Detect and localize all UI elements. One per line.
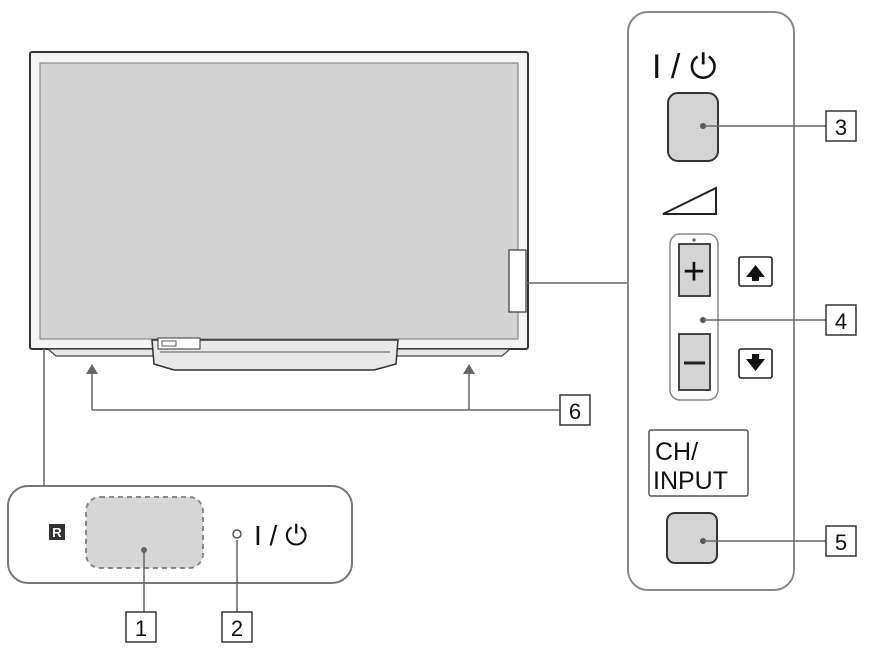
front-panel-inset: R I / ⏻ <box>7 485 353 612</box>
side-control-panel: I / ⏻ + CH/ INPUT <box>627 11 826 591</box>
callout-1: 1 <box>125 611 157 643</box>
power-button[interactable] <box>667 92 719 162</box>
callout-6-label: 6 <box>569 399 581 424</box>
arrow-up-icon <box>463 364 475 374</box>
callout-5: 5 <box>825 525 857 557</box>
arrow-heads <box>86 364 475 374</box>
ch-input-label-box <box>648 429 749 497</box>
front-panel-indicator <box>157 337 201 350</box>
leader-lines <box>43 282 628 486</box>
ch-input-button[interactable] <box>666 512 718 564</box>
callout-5-label: 5 <box>835 530 847 555</box>
callout-3: 3 <box>825 110 857 142</box>
callout-4-label: 4 <box>835 309 847 334</box>
ir-glyph: R <box>52 525 62 540</box>
callout-1-label: 1 <box>135 616 147 641</box>
front-power-symbol: I / ⏻ <box>254 520 307 551</box>
volume-plus-button[interactable] <box>678 243 711 297</box>
callout-labels: 1 2 3 4 5 6 <box>125 110 857 643</box>
callout-6: 6 <box>559 394 591 426</box>
callout-2: 2 <box>221 611 253 643</box>
tv-set <box>29 51 529 371</box>
tv-screen <box>39 62 519 340</box>
arrow-up-icon <box>86 364 98 374</box>
side-buttons-marker <box>508 249 527 313</box>
volume-plus-label: + <box>683 251 705 293</box>
callout-3-label: 3 <box>835 115 847 140</box>
callout-2-label: 2 <box>231 616 243 641</box>
ir-icon <box>49 524 65 540</box>
tv-stand <box>151 339 399 371</box>
ch-input-line2: INPUT <box>653 467 728 495</box>
ch-input-line1: CH/ <box>655 438 698 466</box>
volume-ramp-icon <box>662 186 717 215</box>
callout-4: 4 <box>825 304 857 336</box>
power-led <box>232 529 242 539</box>
side-power-symbol: I / ⏻ <box>652 48 717 86</box>
